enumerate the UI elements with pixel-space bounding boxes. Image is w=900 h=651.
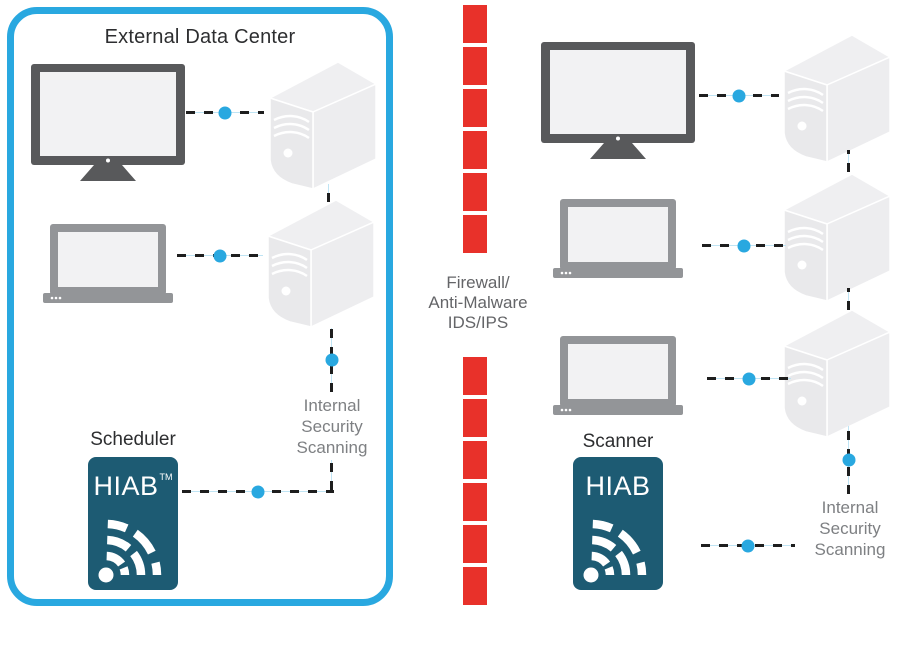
internal-security-scanning-note: Internal Security Scanning xyxy=(814,498,886,559)
firewall-brick xyxy=(463,89,487,127)
monitor-icon xyxy=(541,42,695,159)
hiab-brand: HIABTM xyxy=(93,471,173,501)
laptop-icon xyxy=(553,336,683,415)
node-dot-icon xyxy=(218,106,232,119)
scanner-label: Scanner xyxy=(582,431,654,452)
node-dot-icon xyxy=(213,249,227,262)
firewall-brick xyxy=(463,47,487,85)
firewall-brick xyxy=(463,357,487,395)
scheduler-label: Scheduler xyxy=(90,429,176,450)
laptop-icon xyxy=(43,224,173,303)
node-dot-icon xyxy=(741,539,755,552)
firewall-brick xyxy=(463,567,487,605)
server-icon xyxy=(783,173,890,302)
laptop-icon xyxy=(553,199,683,278)
firewall-brick xyxy=(463,131,487,169)
node-dot-icon xyxy=(842,453,855,467)
connection-line xyxy=(322,184,335,202)
internal-security-scanning-note: Internal Security Scanning xyxy=(296,396,368,457)
node-dot-icon xyxy=(325,353,338,367)
firewall-brick xyxy=(463,399,487,437)
firewall-brick xyxy=(463,215,487,253)
connection-line xyxy=(699,89,779,102)
firewall-brick xyxy=(463,173,487,211)
connection-line xyxy=(702,239,786,252)
monitor-icon xyxy=(31,64,185,181)
connection-line xyxy=(177,249,263,262)
firewall-label: Firewall/ Anti-Malware IDS/IPS xyxy=(428,273,528,332)
firewall-bricks-bottom xyxy=(463,357,487,605)
hiab-scheduler-appliance: HIABTM xyxy=(88,457,178,590)
connection-line xyxy=(325,460,338,490)
firewall-bricks-top xyxy=(463,5,487,253)
connection-line xyxy=(842,288,855,310)
firewall-brick xyxy=(463,441,487,479)
radar-icon xyxy=(583,519,647,583)
trademark-symbol: TM xyxy=(159,472,173,482)
connection-line xyxy=(186,106,264,119)
server-icon xyxy=(783,309,890,438)
firewall-brick xyxy=(463,525,487,563)
server-icon xyxy=(267,199,374,328)
connection-line xyxy=(325,328,338,392)
connection-line xyxy=(842,426,855,494)
connection-line xyxy=(182,485,334,498)
connection-line xyxy=(701,539,795,552)
hiab-scanner-appliance: HIAB xyxy=(573,457,663,590)
node-dot-icon xyxy=(742,372,756,385)
connection-line xyxy=(842,150,855,172)
firewall-brick xyxy=(463,5,487,43)
node-dot-icon xyxy=(732,89,746,102)
node-dot-icon xyxy=(251,485,265,498)
external-data-center-title: External Data Center xyxy=(104,26,296,48)
server-icon xyxy=(783,34,890,163)
radar-icon xyxy=(98,519,162,583)
server-icon xyxy=(269,61,376,190)
connection-line xyxy=(707,372,791,385)
node-dot-icon xyxy=(737,239,751,252)
hiab-brand: HIAB xyxy=(585,471,651,501)
firewall-brick xyxy=(463,483,487,521)
